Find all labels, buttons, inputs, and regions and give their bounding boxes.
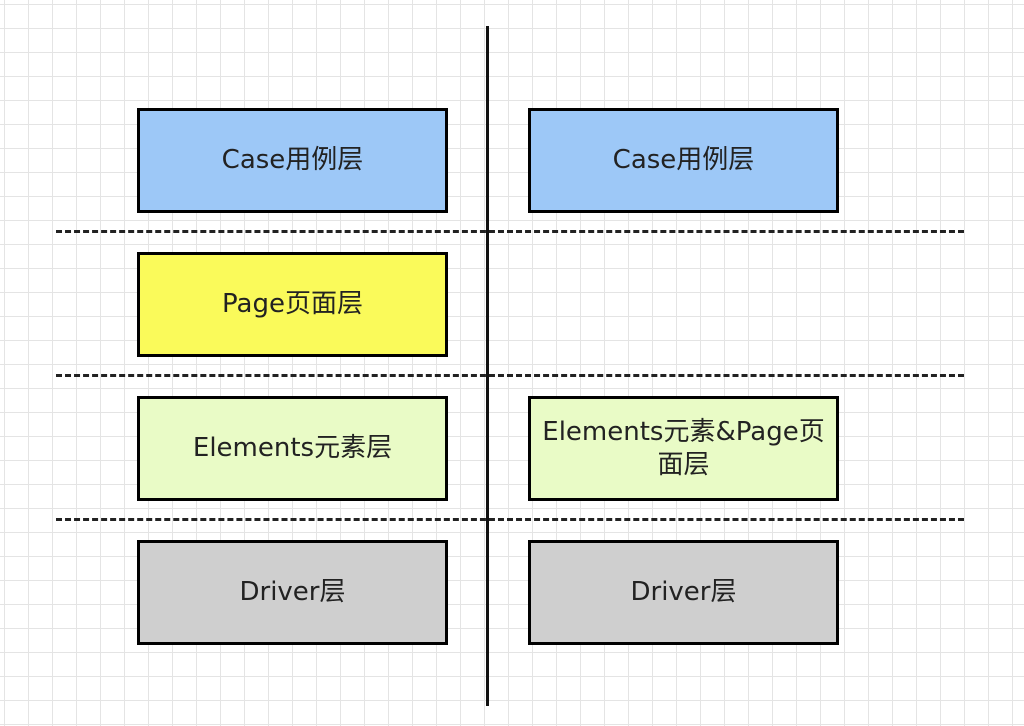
right-case-layer-label: Case用例层 <box>612 145 755 176</box>
right-case-layer-box: Case用例层 <box>528 108 839 213</box>
left-elements-layer-box: Elements元素层 <box>137 396 448 501</box>
dashed-separator-1 <box>56 230 964 233</box>
right-driver-layer-box: Driver层 <box>528 540 839 645</box>
right-driver-layer-label: Driver层 <box>630 577 737 608</box>
left-driver-layer-label: Driver层 <box>239 577 346 608</box>
left-case-layer-box: Case用例层 <box>137 108 448 213</box>
dashed-separator-3 <box>56 518 964 521</box>
dashed-separator-2 <box>56 374 964 377</box>
left-page-layer-label: Page页面层 <box>222 289 363 320</box>
vertical-divider <box>486 26 489 706</box>
left-elements-layer-label: Elements元素层 <box>192 433 393 464</box>
left-driver-layer-box: Driver层 <box>137 540 448 645</box>
left-case-layer-label: Case用例层 <box>221 145 364 176</box>
left-page-layer-box: Page页面层 <box>137 252 448 357</box>
right-elements-page-layer-label: Elements元素&Page页面层 <box>542 417 825 480</box>
right-elements-page-layer-box: Elements元素&Page页面层 <box>528 396 839 501</box>
